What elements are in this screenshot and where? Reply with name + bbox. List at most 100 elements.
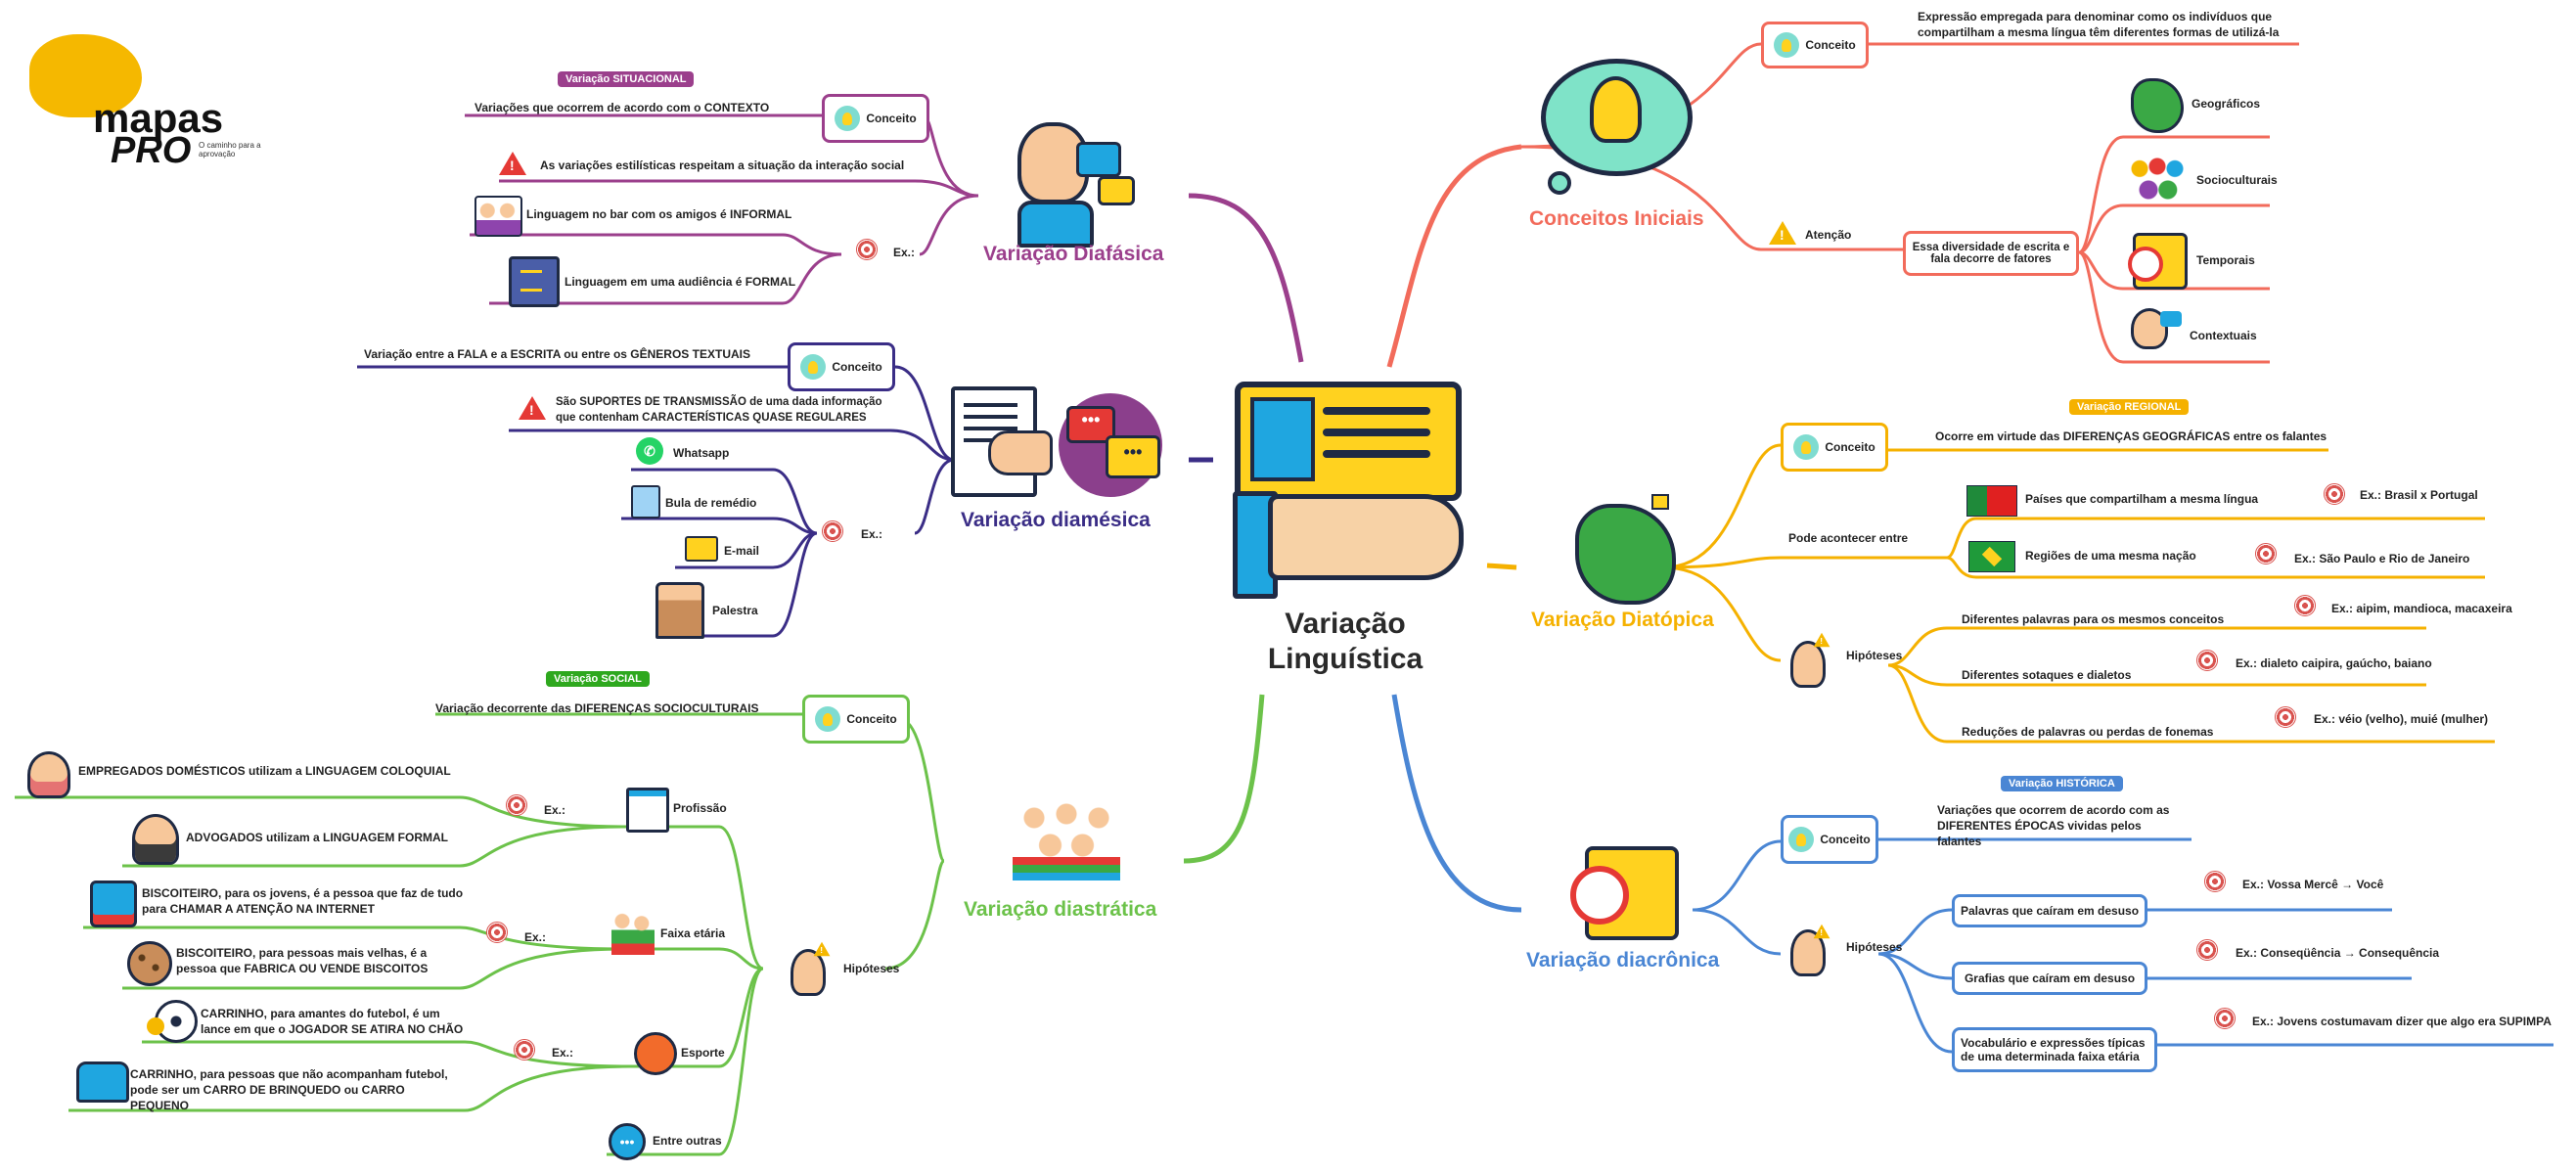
- esporte-item-2: CARRINHO, para pessoas que não acompanha…: [130, 1067, 448, 1113]
- warning-icon: [499, 152, 526, 175]
- diacronica-hip-box-1: Palavras que caíram em desuso: [1952, 894, 2147, 927]
- hip-ex-3: Ex.: véio (velho), muié (mulher): [2314, 712, 2489, 726]
- sports-balls-icon: [634, 1032, 677, 1075]
- email-envelope-icon: [685, 536, 718, 562]
- yellow-chat-bubble-icon: •••: [1106, 435, 1160, 478]
- diacronica-ex-3: Ex.: Jovens costumavam dizer que algo er…: [2252, 1015, 2552, 1028]
- lightbulb-inner-icon: [1590, 76, 1642, 143]
- diatopica-conceito-box: Conceito: [1781, 423, 1888, 472]
- warning-icon: [519, 396, 546, 420]
- esporte-item-1: CARRINHO, para amantes do futebol, é um …: [201, 1007, 464, 1037]
- lightbulb-head-icon: [815, 706, 841, 732]
- badge-social: Variação SOCIAL: [546, 671, 650, 687]
- branch-title-diatopica: Variação Diatópica: [1531, 609, 1714, 631]
- courthouse-icon: [509, 256, 560, 307]
- target-icon: [486, 922, 508, 943]
- brazil-flag-map-icon: [1575, 504, 1676, 605]
- brazil-flag-icon: [1968, 541, 2015, 572]
- diafasica-ex-label: Ex.:: [893, 246, 916, 259]
- body-shirt-icon: [1017, 201, 1094, 248]
- branch-title-diafasica: Variação Diafásica: [983, 243, 1164, 265]
- conceitos-atencao-label: Atenção: [1805, 228, 1852, 242]
- diastratica-hip-label: Hipóteses: [843, 962, 900, 975]
- diacronica-ex-1: Ex.: Vossa Mercê → Você: [2242, 878, 2384, 891]
- diacronica-hip-box-3: Vocabulário e expressões típicas de uma …: [1952, 1027, 2157, 1072]
- brain-logo-icon: [29, 34, 142, 117]
- thinking-person-icon: [791, 949, 826, 996]
- portugal-flag-icon: [1966, 485, 2017, 517]
- lightbulb-head-icon: [835, 106, 861, 131]
- target-icon: [2255, 543, 2277, 564]
- justice-scale-icon: [520, 270, 542, 292]
- hand-pen-icon: [988, 430, 1053, 475]
- target-icon: [2324, 483, 2345, 505]
- target-icon: [2214, 1008, 2236, 1029]
- target-icon: [2204, 871, 2226, 892]
- lightbulb-head-icon: [800, 354, 827, 380]
- alarm-clock-icon: [1570, 866, 1629, 925]
- more-dots-icon: •••: [609, 1123, 646, 1160]
- fator-contextuais: Contextuais: [2190, 329, 2257, 342]
- diastratica-conceito-text: Variação decorrente das DIFERENÇAS SOCIO…: [435, 701, 759, 715]
- diafasica-example-2: Linguagem em uma audiência é FORMAL: [565, 275, 796, 289]
- fator-geograficos: Geográficos: [2192, 97, 2261, 111]
- badge-situacional: Variação SITUACIONAL: [558, 71, 695, 87]
- hip-ex-2: Ex.: dialeto caipira, gaúcho, baiano: [2236, 656, 2432, 670]
- lightbulb-head-icon: [1793, 434, 1820, 460]
- whatsapp-icon: ✆: [636, 437, 663, 465]
- fator-socioculturais: Socioculturais: [2196, 173, 2278, 187]
- flag-pin-icon: [1651, 494, 1669, 510]
- diacronica-conceito-box: Conceito: [1781, 815, 1878, 864]
- phone-video-icon: [90, 880, 137, 927]
- branch-title-diamesica: Variação diamésica: [961, 509, 1151, 531]
- toy-car-icon: [76, 1061, 129, 1103]
- diafasica-warn-text: As variações estilísticas respeitam a si…: [540, 158, 905, 172]
- diacronica-ex-2: Ex.: Conseqüência → Consequência: [2236, 946, 2440, 960]
- logo-word2: PRO: [111, 130, 192, 171]
- diamesica-example-1: Whatsapp: [673, 446, 730, 460]
- exclamation-icon: [1813, 924, 1830, 939]
- logo-tagline: O caminho para a aprovação: [199, 141, 261, 158]
- diamesica-conceito-box: Conceito: [788, 342, 895, 391]
- clock-icon: [2128, 247, 2163, 282]
- profession-sheet-icon: [626, 788, 669, 833]
- medicine-leaflet-icon: [631, 485, 660, 519]
- conceitos-conceito-text: Expressão empregada para denominar como …: [1918, 10, 2280, 40]
- hip-item-3: Reduções de palavras ou perdas de fonema…: [1962, 725, 2214, 739]
- maid-icon: [27, 751, 70, 798]
- diamesica-conceito-text: Variação entre a FALA e a ESCRITA ou ent…: [364, 347, 750, 361]
- diastratica-group-1-label: Profissão: [673, 801, 727, 815]
- diastratica-group-2-label: Faixa etária: [660, 926, 726, 940]
- diatopica-hip-label: Hipóteses: [1846, 649, 1903, 662]
- branch-title-diastratica: Variação diastrática: [964, 898, 1157, 921]
- brazil-map-icon: [2131, 78, 2184, 133]
- diamesica-example-4: Palestra: [712, 604, 758, 617]
- target-icon: [856, 239, 878, 260]
- diafasica-conceito-text: Variações que ocorrem de acordo com o CO…: [475, 101, 770, 114]
- center-title: Variação Linguística: [1267, 608, 1424, 675]
- faixa-item-2: BISCOITEIRO, para pessoas mais velhas, é…: [176, 946, 429, 976]
- speech-bubble-icon: [1098, 176, 1135, 205]
- pode-item-1: Países que compartilham a mesma língua: [2025, 492, 2259, 506]
- diastratica-ex-1: Ex.:: [544, 803, 566, 817]
- exclamation-icon: [1813, 632, 1830, 648]
- thinking-person-icon: [1790, 641, 1826, 688]
- diastratica-ex-3: Ex.:: [552, 1046, 574, 1060]
- pode-ex-1: Ex.: Brasil x Portugal: [2360, 488, 2478, 502]
- profissao-item-1: EMPREGADOS DOMÉSTICOS utilizam a LINGUAG…: [78, 764, 451, 778]
- diamesica-warn-text: São SUPORTES DE TRANSMISSÃO de uma dada …: [556, 396, 882, 424]
- conceitos-atencao-box: Essa diversidade de escrita e fala decor…: [1903, 231, 2079, 276]
- pode-ex-2: Ex.: São Paulo e Rio de Janeiro: [2294, 552, 2470, 565]
- target-icon: [2275, 706, 2296, 728]
- diatopica-conceito-text: Ocorre em virtude das DIFERENÇAS GEOGRÁF…: [1935, 429, 2327, 443]
- thought-bubble-icon: [1548, 171, 1571, 195]
- diastratica-group-3-label: Esporte: [681, 1046, 725, 1060]
- badge-historica: Variação HISTÓRICA: [2001, 776, 2123, 791]
- lightbulb-head-icon: [1788, 827, 1815, 852]
- age-group-icon: [611, 910, 655, 955]
- center-icon: [1233, 382, 1464, 599]
- diacronica-hip-box-2: Grafias que caíram em desuso: [1952, 962, 2147, 995]
- target-icon: [514, 1039, 535, 1061]
- chat-bubble-icon: [2160, 311, 2182, 327]
